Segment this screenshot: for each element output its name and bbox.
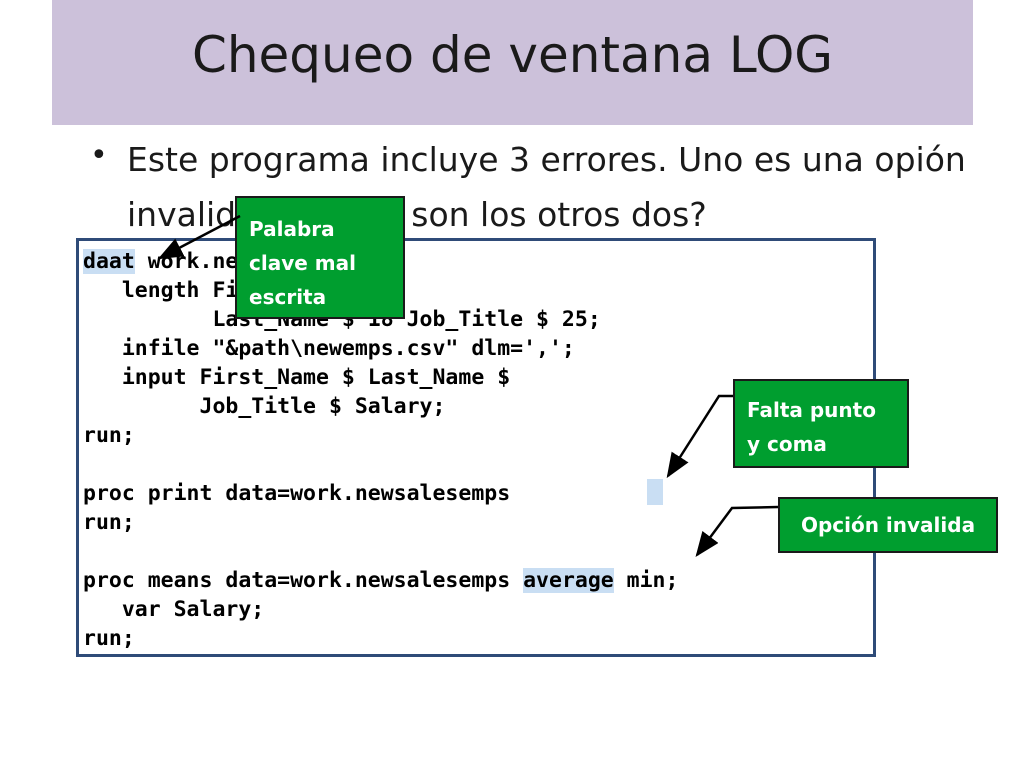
code-line-7: run; [83, 423, 135, 448]
code-line-12-end: min; [613, 568, 679, 593]
code-line-3: Last_Name $ 18 Job_Title $ 25; [83, 307, 601, 332]
code-line-6: Job_Title $ Salary; [83, 394, 446, 419]
callout-option: Opción invalida [778, 497, 998, 553]
code-line-9: proc print data=work.newsalesemps [83, 481, 511, 506]
code-line-4: infile "&path\newemps.csv" dlm=','; [83, 336, 575, 361]
title-band: Chequeo de ventana LOG [52, 0, 973, 125]
code-line-14: run; [83, 626, 135, 651]
code-line-5: input First_Name $ Last_Name $ [83, 365, 511, 390]
slide-title: Chequeo de ventana LOG [191, 26, 834, 84]
code-line-10: run; [83, 510, 135, 535]
misspelled-keyword: daat [83, 249, 135, 274]
callout-keyword: Palabra clave mal escrita [235, 196, 405, 319]
code-line-12: proc means data=work.newsalesemps [83, 568, 524, 593]
invalid-option: average [523, 568, 614, 593]
code-line-13: var Salary; [83, 597, 265, 622]
missing-semicolon-highlight [647, 479, 663, 505]
bullet-dot-icon: • [90, 138, 108, 173]
callout-semicolon: Falta punto y coma [733, 379, 909, 468]
